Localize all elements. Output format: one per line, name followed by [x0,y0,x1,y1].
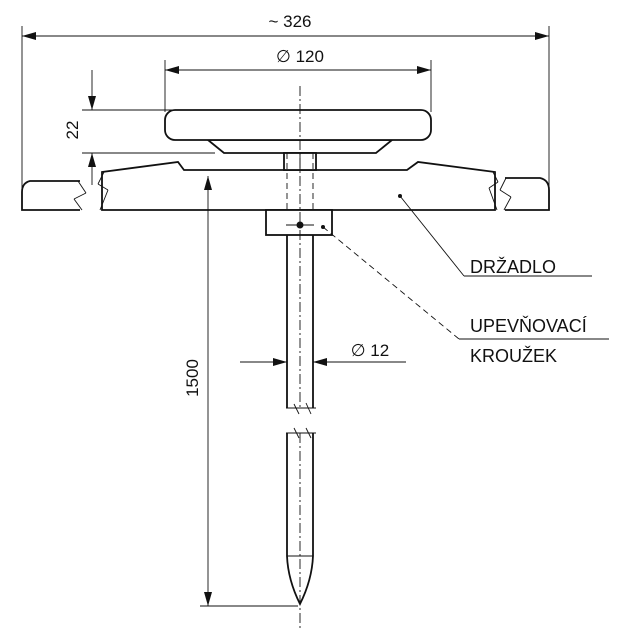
ring-label-line2: KROUŽEK [470,346,557,366]
rod-length-dimension: 1500 [183,176,298,607]
handle-bar-break-right [488,171,499,211]
handle-right-end [499,177,550,211]
overall-width-label: ~ 326 [268,12,311,31]
disc-height-label: 22 [63,121,82,140]
overall-width-dimension: ~ 326 [21,12,550,210]
disc-height-dimension: 22 [63,70,215,185]
ring-leader: UPEVŇOVACÍ KROUŽEK [321,225,609,366]
handle-bar-break-left [97,171,109,211]
handle-bar [101,161,496,211]
ring-label-line1: UPEVŇOVACÍ [470,316,587,336]
rod-diameter-label: ∅ 12 [351,341,389,360]
top-disc [164,109,432,141]
handle-left-end [21,180,87,211]
disc-diameter-dimension: ∅ 120 [164,47,432,112]
disc-diameter-label: ∅ 120 [276,47,324,66]
rod-lower [286,427,316,607]
rod-upper [286,235,316,415]
handle-label: DRŽADLO [470,257,556,277]
rod-length-label: 1500 [183,359,202,397]
handle-leader: DRŽADLO [398,194,592,277]
rod-diameter-dimension: ∅ 12 [240,341,406,366]
fixing-ring [265,209,333,236]
